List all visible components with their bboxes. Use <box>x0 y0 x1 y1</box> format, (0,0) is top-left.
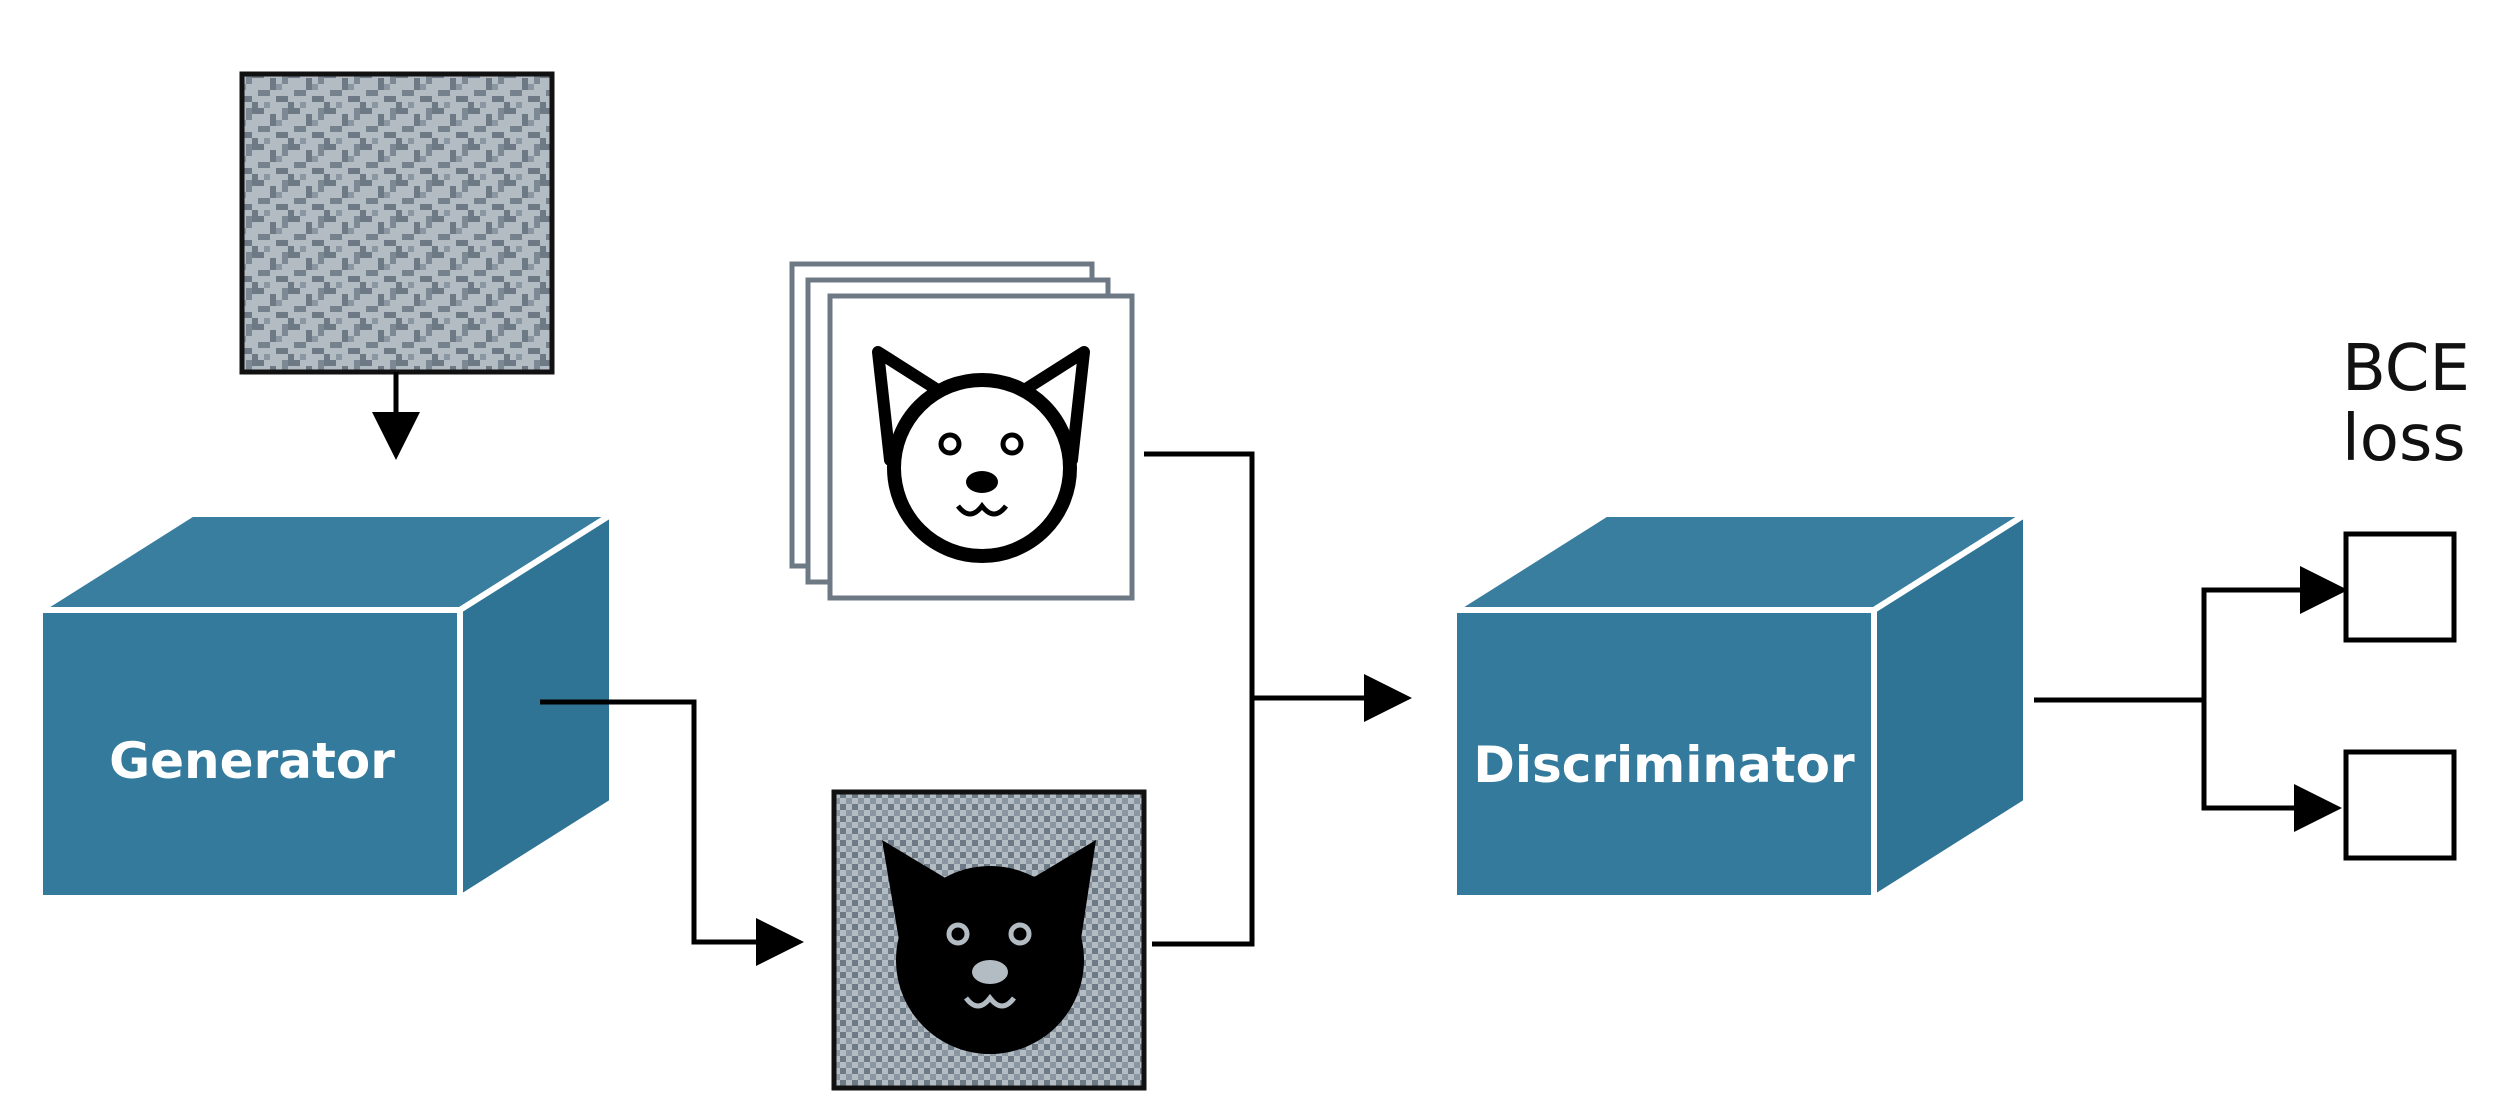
output-box-bottom <box>2343 749 2457 861</box>
arrow-noise-to-generator <box>372 372 420 460</box>
cat-outline-icon <box>872 346 1090 563</box>
output-box-top <box>2343 531 2457 643</box>
discriminator-label: Discriminator <box>1473 736 1855 794</box>
generator-block: Generator <box>29 508 623 904</box>
arrow-images-to-discriminator <box>1144 451 1412 947</box>
loss-label-line1: BCE <box>2342 332 2470 406</box>
output-boxes <box>2343 531 2457 861</box>
loss-label-line2: loss <box>2342 402 2466 476</box>
real-cat-image-stack <box>789 261 1135 601</box>
cat-filled-icon <box>882 840 1096 1054</box>
bce-loss-label: BCE loss <box>2342 332 2470 476</box>
arrow-discriminator-to-outputs <box>2034 566 2348 832</box>
discriminator-block: Discriminator <box>1443 508 2037 904</box>
noise-input-image <box>239 71 555 375</box>
generated-cat-image <box>831 789 1147 1091</box>
arrow-generator-to-fake <box>540 699 804 966</box>
generator-label: Generator <box>109 732 395 790</box>
